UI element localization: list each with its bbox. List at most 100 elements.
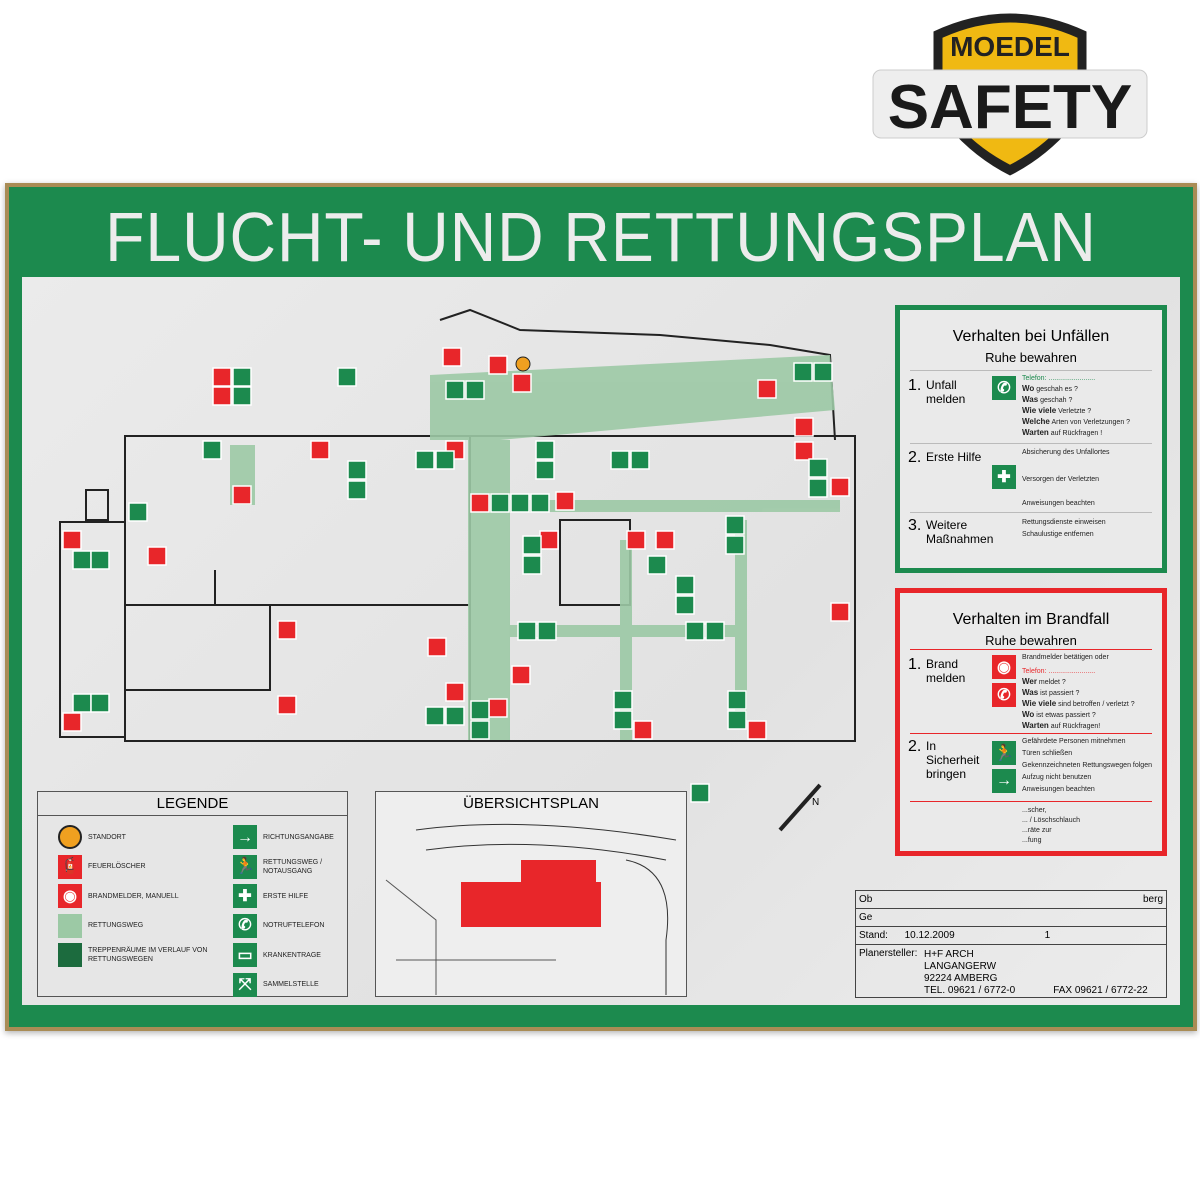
info-keyword: Wer	[1022, 677, 1037, 686]
standort-icon	[58, 825, 82, 849]
escape-sign-icon	[813, 362, 833, 382]
escape-sign-icon	[337, 367, 357, 387]
north-arrow: N	[778, 783, 822, 832]
info-keyword: Welche	[1022, 417, 1050, 426]
fire-alarm-icon	[310, 440, 330, 460]
fire-alarm-icon	[511, 665, 531, 685]
accident-step-2: 2.Erste Hilfe	[908, 449, 982, 466]
escape-sign-icon	[90, 693, 110, 713]
fire-alarm-icon	[626, 530, 646, 550]
plan-title: FLUCHT- UND RETTUNGSPLAN	[105, 198, 1097, 276]
legend: LEGENDE STANDORT 🧯FEUERLÖSCHER ◉BRANDMELDE…	[37, 791, 348, 997]
escape-sign-icon	[725, 515, 745, 535]
escape-sign-icon	[232, 386, 252, 406]
standort-icon	[515, 356, 531, 372]
fire-alarm-icon	[539, 530, 559, 550]
escape-sign-icon	[793, 362, 813, 382]
fire-alarm-icon	[555, 491, 575, 511]
escape-sign-icon	[465, 380, 485, 400]
escape-sign-icon	[690, 783, 710, 803]
info-keyword: Warten	[1022, 428, 1049, 437]
escape-sign-icon	[727, 710, 747, 730]
escape-sign-icon	[808, 458, 828, 478]
escape-sign-icon	[347, 480, 367, 500]
stairwell-swatch	[58, 943, 82, 967]
legend-item: ✚ERSTE HILFE	[233, 884, 308, 908]
legend-item: 🏃RETTUNGSWEG / NOTAUSGANG	[233, 854, 343, 879]
info-keyword: Wo	[1022, 384, 1035, 393]
escape-route-swatch	[58, 913, 82, 938]
emergency-phone-icon: ✆	[233, 913, 257, 938]
fire-title: Verhalten im Brandfall	[952, 611, 1110, 628]
fire-alarm-icon	[442, 347, 462, 367]
legend-item: ✆NOTRUFTELEFON	[233, 913, 324, 938]
legend-item: STANDORT	[58, 825, 126, 849]
escape-sign-icon	[685, 621, 705, 641]
fire-alarm-icon	[488, 698, 508, 718]
escape-sign-icon	[470, 720, 490, 740]
fire-alarm-icon	[147, 546, 167, 566]
moedel-safety-logo: MOEDEL SAFETY	[870, 0, 1150, 180]
fire-alarm-icon	[794, 441, 814, 461]
legend-item: →RICHTUNGSANGABE	[233, 825, 334, 849]
accident-step-3: 3.Weitere Maßnahmen	[908, 517, 994, 547]
first-aid-icon: ✚	[992, 465, 1016, 489]
fire-alarm-icon	[277, 620, 297, 640]
arrow-right-icon: →	[233, 825, 257, 849]
escape-sign-icon	[613, 710, 633, 730]
legend-item: ▭KRANKENTRAGE	[233, 943, 321, 967]
emergency-exit-icon: 🏃	[992, 741, 1016, 765]
fire-alarm-icon	[830, 477, 850, 497]
escape-sign-icon	[425, 706, 445, 726]
escape-sign-icon	[647, 555, 667, 575]
fire-alarm-icon	[488, 355, 508, 375]
svg-text:N: N	[812, 797, 819, 808]
legend-title: LEGENDE	[38, 792, 347, 816]
escape-sign-icon	[610, 450, 630, 470]
fire-alarm-icon	[794, 417, 814, 437]
assembly-point-icon: ⤧	[233, 972, 257, 997]
floor-plan: N	[59, 308, 856, 832]
escape-sign-icon	[522, 555, 542, 575]
escape-sign-icon	[630, 450, 650, 470]
fire-alarm-icon	[512, 373, 532, 393]
escape-sign-icon	[202, 440, 222, 460]
escape-sign-icon	[90, 550, 110, 570]
escape-sign-icon	[727, 690, 747, 710]
escape-sign-icon	[705, 621, 725, 641]
emergency-phone-icon: ✆	[992, 376, 1016, 400]
escape-sign-icon	[445, 706, 465, 726]
info-keyword: Was	[1022, 395, 1039, 404]
escape-sign-icon	[535, 440, 555, 460]
fire-panel: Verhalten im Brandfall Ruhe bewahren 1.B…	[895, 588, 1167, 856]
legend-item: ⤧SAMMELSTELLE	[233, 972, 319, 997]
overview-plan: ÜBERSICHTSPLAN	[375, 791, 687, 997]
fire-alarm-icon	[757, 379, 777, 399]
legend-item: TREPPENRÄUME IM VERLAUF VON RETTUNGSWEGE…	[58, 943, 223, 967]
fire-alarm-icon: ◉	[58, 884, 82, 908]
fire-alarm-icon	[655, 530, 675, 550]
legend-item: 🧯FEUERLÖSCHER	[58, 854, 146, 879]
info-keyword: Wie viele	[1022, 699, 1057, 708]
escape-sign-icon	[522, 535, 542, 555]
fire-alarm-icon	[445, 682, 465, 702]
escape-sign-icon	[675, 575, 695, 595]
legend-item: ◉BRANDMELDER, MANUELL	[58, 884, 179, 908]
fire-alarm-icon	[62, 712, 82, 732]
fire-alarm-icon	[633, 720, 653, 740]
overview-title: ÜBERSICHTSPLAN	[463, 795, 599, 812]
accident-title: Verhalten bei Unfällen	[952, 328, 1110, 345]
info-keyword: Wie viele	[1022, 406, 1057, 415]
fire-extinguisher-icon: 🧯	[58, 854, 82, 879]
fire-subtitle: Ruhe bewahren	[985, 633, 1077, 648]
fire-alarm-icon	[830, 602, 850, 622]
escape-sign-icon	[445, 380, 465, 400]
escape-sign-icon	[725, 535, 745, 555]
first-aid-icon: ✚	[233, 884, 257, 908]
svg-text:SAFETY: SAFETY	[888, 73, 1133, 142]
escape-sign-icon	[613, 690, 633, 710]
legend-item: RETTUNGSWEG	[58, 913, 143, 938]
fire-alarm-icon	[747, 720, 767, 740]
info-keyword: Warten	[1022, 721, 1049, 730]
